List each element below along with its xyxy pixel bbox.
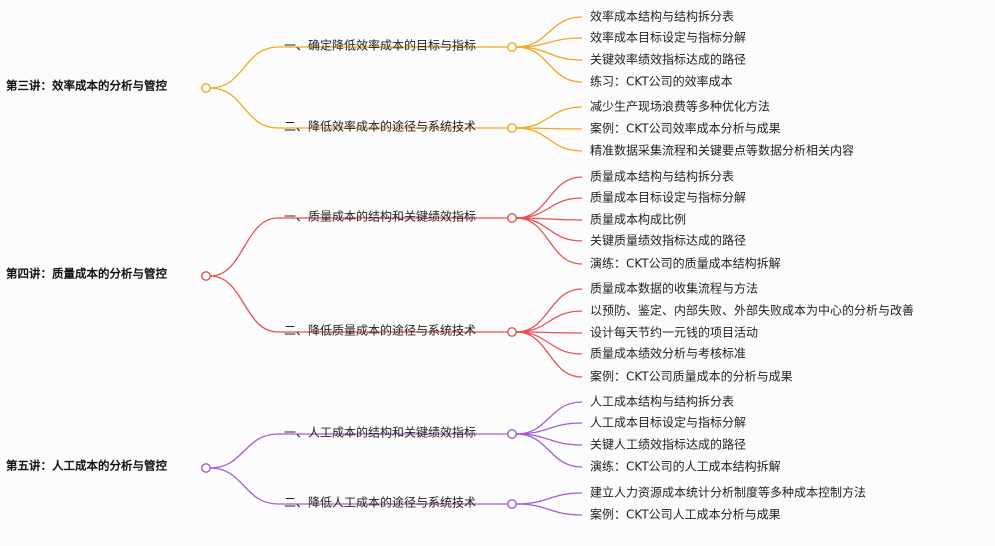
leaf-topic-label: 关键人工绩效指标达成的路径	[590, 437, 746, 452]
branch-leaf-connector	[516, 310, 583, 333]
branch-collapse-toggle[interactable]	[507, 123, 517, 133]
root-topic-label: 第三讲：效率成本的分析与管控	[6, 79, 167, 93]
root-collapse-toggle[interactable]	[201, 271, 211, 281]
branch-collapse-toggle[interactable]	[507, 213, 517, 223]
root-branch-connector	[210, 275, 279, 333]
leaf-topic-label: 人工成本目标设定与指标分解	[590, 415, 746, 430]
branch-leaf-connector	[516, 46, 583, 61]
root-collapse-toggle[interactable]	[201, 83, 211, 93]
branch-topic-label: 二、降低效率成本的途径与系统技术	[284, 119, 476, 134]
root-topic-label: 第四讲：质量成本的分析与管控	[6, 267, 167, 281]
leaf-topic-label: 质量成本构成比例	[590, 212, 686, 227]
leaf-topic-label: 演练：CKT公司的质量成本结构拆解	[590, 256, 781, 271]
branch-leaf-connector	[516, 492, 583, 505]
root-branch-connector	[210, 433, 279, 469]
leaf-topic-label: 案例：CKT公司效率成本分析与成果	[590, 121, 781, 136]
leaf-topic-label: 演练：CKT公司的人工成本结构拆解	[590, 459, 781, 474]
root-topic-label: 第五讲：人工成本的分析与管控	[6, 459, 167, 473]
branch-leaf-connector	[516, 503, 583, 516]
root-branch-connector	[210, 217, 279, 277]
branch-leaf-connector	[516, 46, 583, 83]
connector-layer	[210, 16, 583, 516]
leaf-topic-label: 质量成本数据的收集流程与方法	[590, 281, 758, 296]
branch-leaf-connector	[516, 331, 583, 355]
root-collapse-toggle[interactable]	[201, 463, 211, 473]
leaf-topic-label: 以预防、鉴定、内部失败、外部失败成本为中心的分析与改善	[590, 303, 914, 318]
leaf-topic-label: 减少生产现场浪费等多种优化方法	[590, 99, 770, 114]
branch-leaf-connector	[516, 176, 583, 219]
branch-collapse-toggle[interactable]	[507, 327, 517, 337]
branch-topic-label: 一、人工成本的结构和关键绩效指标	[284, 425, 476, 440]
branch-leaf-connector	[516, 217, 583, 265]
leaf-topic-label: 质量成本绩效分析与考核标准	[590, 346, 746, 361]
leaf-topic-label: 效率成本目标设定与指标分解	[590, 30, 746, 45]
branch-collapse-toggle[interactable]	[507, 42, 517, 52]
leaf-topic-label: 精准数据采集流程和关键要点等数据分析相关内容	[590, 143, 854, 158]
branch-topic-label: 二、降低人工成本的途径与系统技术	[284, 495, 476, 510]
branch-leaf-connector	[516, 288, 583, 333]
node-layer	[201, 42, 517, 509]
label-layer: 第三讲：效率成本的分析与管控 一、确定降低效率成本的目标与指标 效率成本结构与结构拆…	[6, 9, 914, 522]
branch-leaf-connector	[516, 217, 583, 242]
leaf-topic-label: 练习：CKT公司的效率成本	[590, 74, 733, 89]
branch-leaf-connector	[516, 331, 583, 378]
leaf-topic-label: 人工成本结构与结构拆分表	[590, 394, 734, 409]
leaf-topic-label: 案例：CKT公司人工成本分析与成果	[590, 507, 781, 522]
leaf-topic-label: 质量成本目标设定与指标分解	[590, 190, 746, 205]
branch-collapse-toggle[interactable]	[507, 429, 517, 439]
leaf-topic-label: 关键质量绩效指标达成的路径	[590, 233, 746, 248]
root-branch-connector	[210, 467, 279, 505]
branch-leaf-connector	[516, 433, 583, 468]
branch-collapse-toggle[interactable]	[507, 499, 517, 509]
leaf-topic-label: 质量成本结构与结构拆分表	[590, 169, 734, 184]
leaf-topic-label: 建立人力资源成本统计分析制度等多种成本控制方法	[590, 485, 866, 500]
branch-leaf-connector	[516, 127, 583, 152]
leaf-topic-label: 效率成本结构与结构拆分表	[590, 9, 734, 24]
branch-topic-label: 二、降低质量成本的途径与系统技术	[284, 323, 476, 338]
branch-topic-label: 一、确定降低效率成本的目标与指标	[284, 38, 476, 53]
leaf-topic-label: 设计每天节约一元钱的项目活动	[590, 325, 758, 340]
branch-leaf-connector	[516, 401, 583, 435]
branch-leaf-connector	[516, 106, 583, 129]
root-branch-connector	[210, 87, 279, 129]
branch-topic-label: 一、质量成本的结构和关键绩效指标	[284, 209, 476, 224]
leaf-topic-label: 案例：CKT公司质量成本的分析与成果	[590, 369, 793, 384]
leaf-topic-label: 关键效率绩效指标达成的路径	[590, 52, 746, 67]
root-branch-connector	[210, 46, 279, 89]
branch-leaf-connector	[516, 197, 583, 219]
